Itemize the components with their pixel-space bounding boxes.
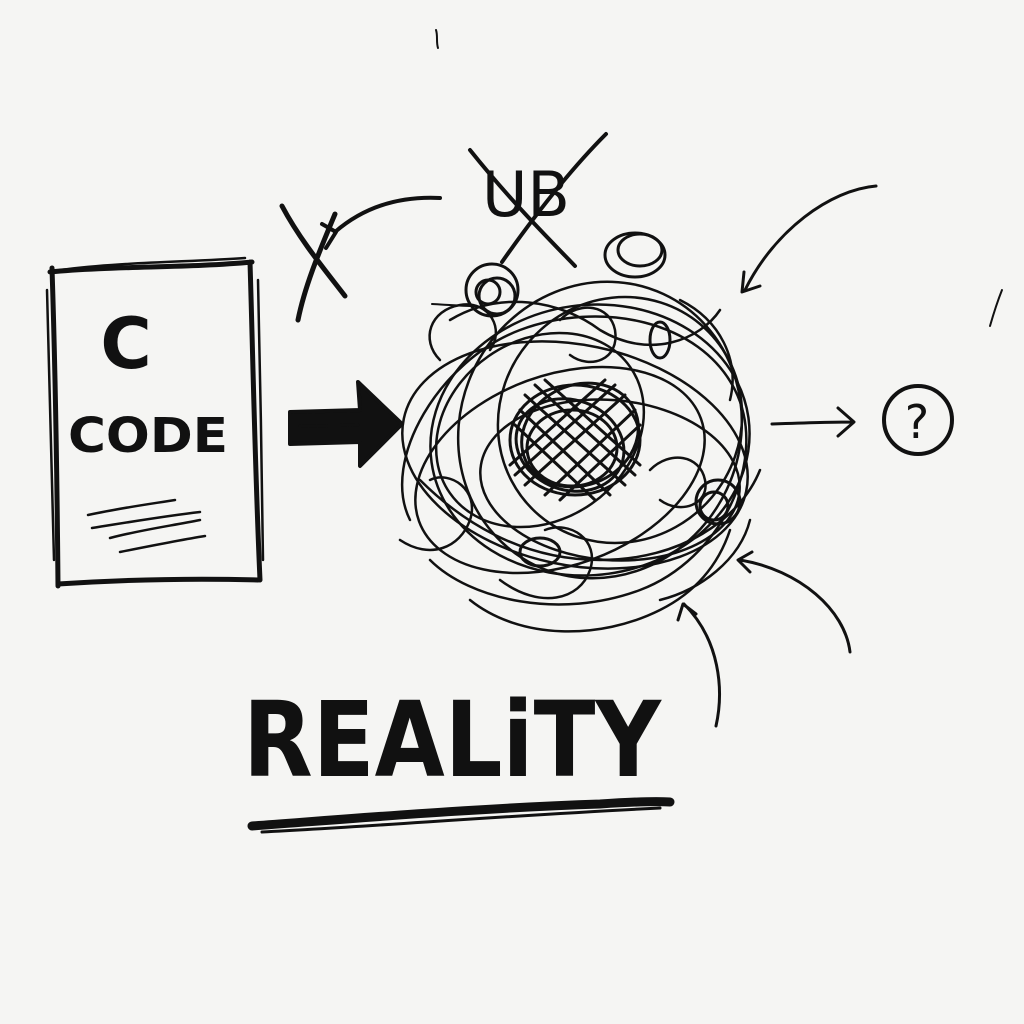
outcome-arrow <box>770 406 856 438</box>
arrow-top-right-icon <box>740 184 878 294</box>
paper-specks <box>431 29 1003 327</box>
rejected-path <box>279 195 442 323</box>
arrow-right-icon <box>288 380 404 468</box>
ub-label-text: UB <box>482 158 570 231</box>
curved-arrow-shaft <box>333 195 442 234</box>
x-mark-icon <box>279 203 348 323</box>
outcome-arrow-icon <box>770 406 856 438</box>
curved-arrow-head-icon <box>320 222 338 250</box>
inward-arrows <box>676 184 878 728</box>
code-box: C CODE <box>45 256 265 589</box>
question-mark: ? <box>905 395 929 449</box>
ub-strike-icon <box>468 132 608 268</box>
ub-label: UB <box>468 132 608 268</box>
code-box-outline <box>47 259 263 589</box>
code-box-sketch-lines <box>45 256 265 562</box>
code-box-word: CODE <box>68 408 228 464</box>
caption: REALiTY <box>243 679 675 834</box>
code-box-scribble <box>86 498 207 554</box>
arrow-bottom-right-icon <box>736 550 852 654</box>
question-circle-icon: ? <box>882 384 954 456</box>
caption-text: REALiTY <box>243 679 662 801</box>
caption-underline-sketch <box>260 806 662 834</box>
code-box-letter: C <box>100 303 151 385</box>
tangle-scribble <box>398 231 762 633</box>
caption-underline <box>247 797 675 831</box>
arrow-bottom-icon <box>676 602 721 728</box>
